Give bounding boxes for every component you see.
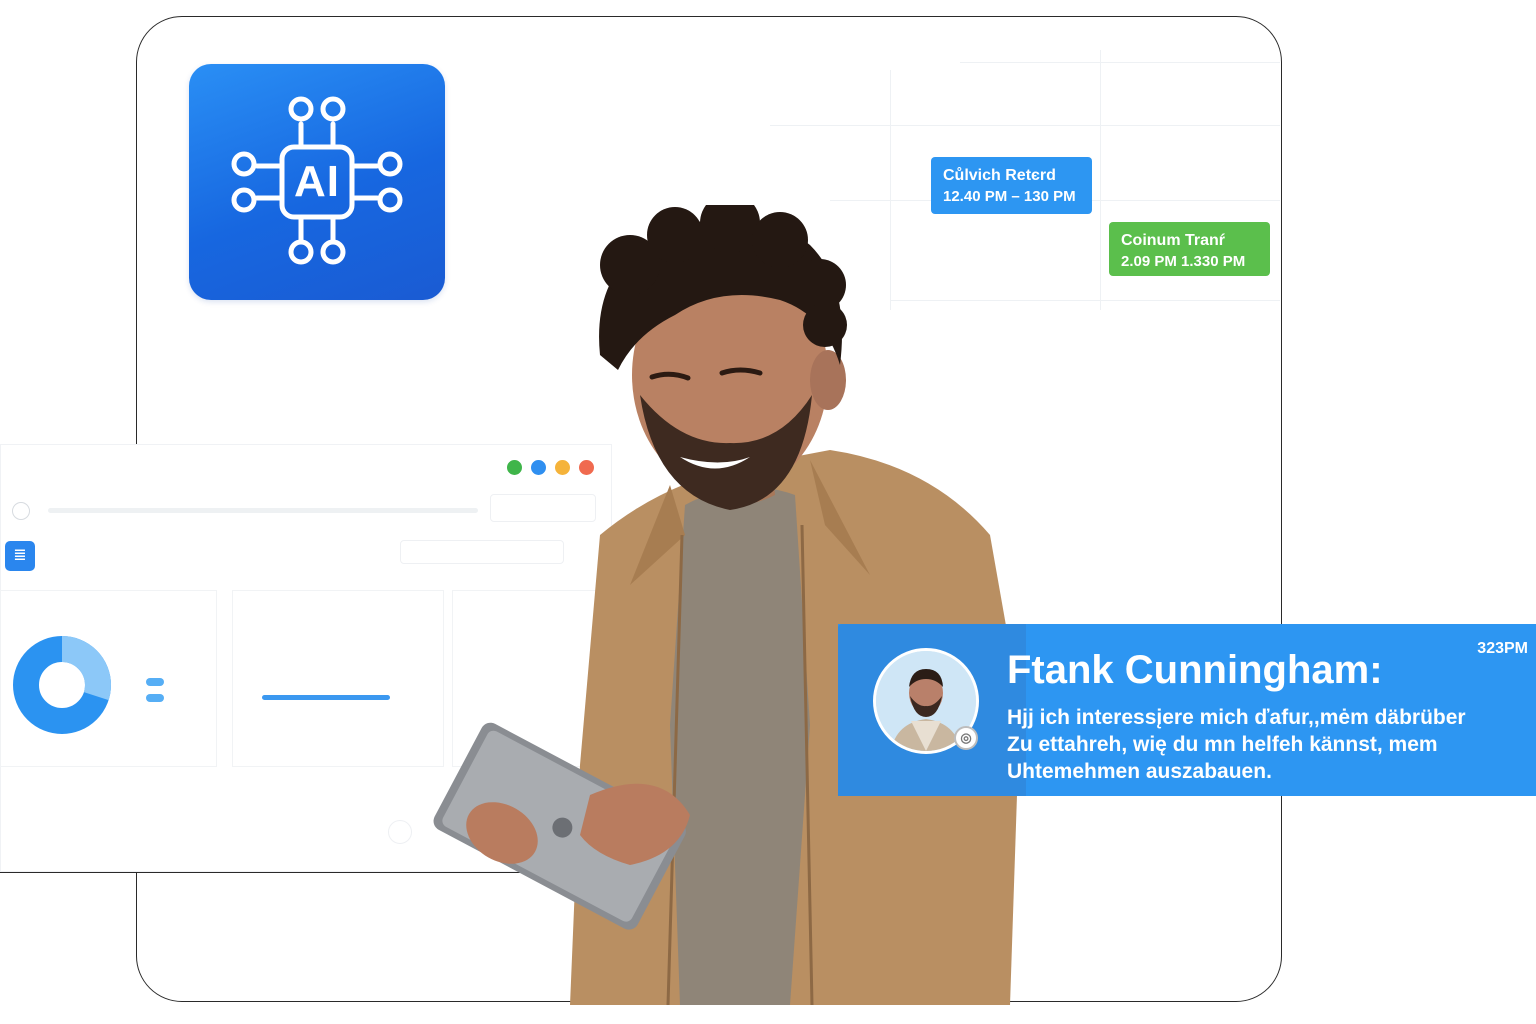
message-line: Uhtemehmen auszabauen. (1007, 760, 1272, 783)
radio-button[interactable] (12, 502, 30, 520)
search-bar-placeholder[interactable] (48, 508, 478, 513)
event-time: 12.40 PM – 130 PM (943, 188, 1076, 205)
document-icon[interactable]: ≣ (5, 541, 35, 571)
verified-icon: ◎ (954, 726, 978, 750)
donut-slice (61, 636, 111, 701)
legend-pill (146, 678, 164, 686)
chart-card (0, 590, 217, 767)
filter-input[interactable] (490, 494, 596, 522)
ai-logo-label: AI (294, 157, 340, 206)
ai-chip-icon (231, 96, 403, 265)
person-photo (433, 205, 1020, 1005)
window-dot-yellow[interactable] (555, 460, 570, 475)
calendar-event-1[interactable]: Cůlvich Retєrd 12.40 PM – 130 PM (931, 157, 1092, 214)
legend-pill (146, 694, 164, 702)
donut-chart (13, 636, 111, 734)
window-dot-green[interactable] (507, 460, 522, 475)
window-controls (507, 460, 594, 475)
event-title: Coinum Tranŕ (1121, 232, 1226, 249)
calendar-event-2[interactable]: Coinum Tranŕ 2.09 PM 1.330 PM (1109, 222, 1270, 276)
pagination-dot[interactable] (388, 820, 412, 844)
chat-notification[interactable]: ◎ Ftank Cunningham: 323PM Hjj ich intere… (838, 624, 1536, 796)
message-line: Hjj ich interessįere mich ďafur,,mėm däb… (1007, 706, 1466, 729)
progress-bar (262, 695, 390, 700)
secondary-input[interactable] (400, 540, 564, 564)
window-dot-red[interactable] (579, 460, 594, 475)
ai-logo-tile: AI (189, 64, 445, 300)
message-line: Zu ettahreh, wię du mn helfeh kännst, me… (1007, 733, 1438, 756)
stats-card (232, 590, 444, 767)
window-dot-blue[interactable] (531, 460, 546, 475)
message-time: 323PM (1477, 640, 1528, 657)
message-text: Hjj ich interessįere mich ďafur,,mėm däb… (1007, 704, 1527, 785)
event-title: Cůlvich Retєrd (943, 167, 1056, 184)
event-time: 2.09 PM 1.330 PM (1121, 253, 1246, 270)
sender-name: Ftank Cunningham: (1007, 648, 1383, 692)
